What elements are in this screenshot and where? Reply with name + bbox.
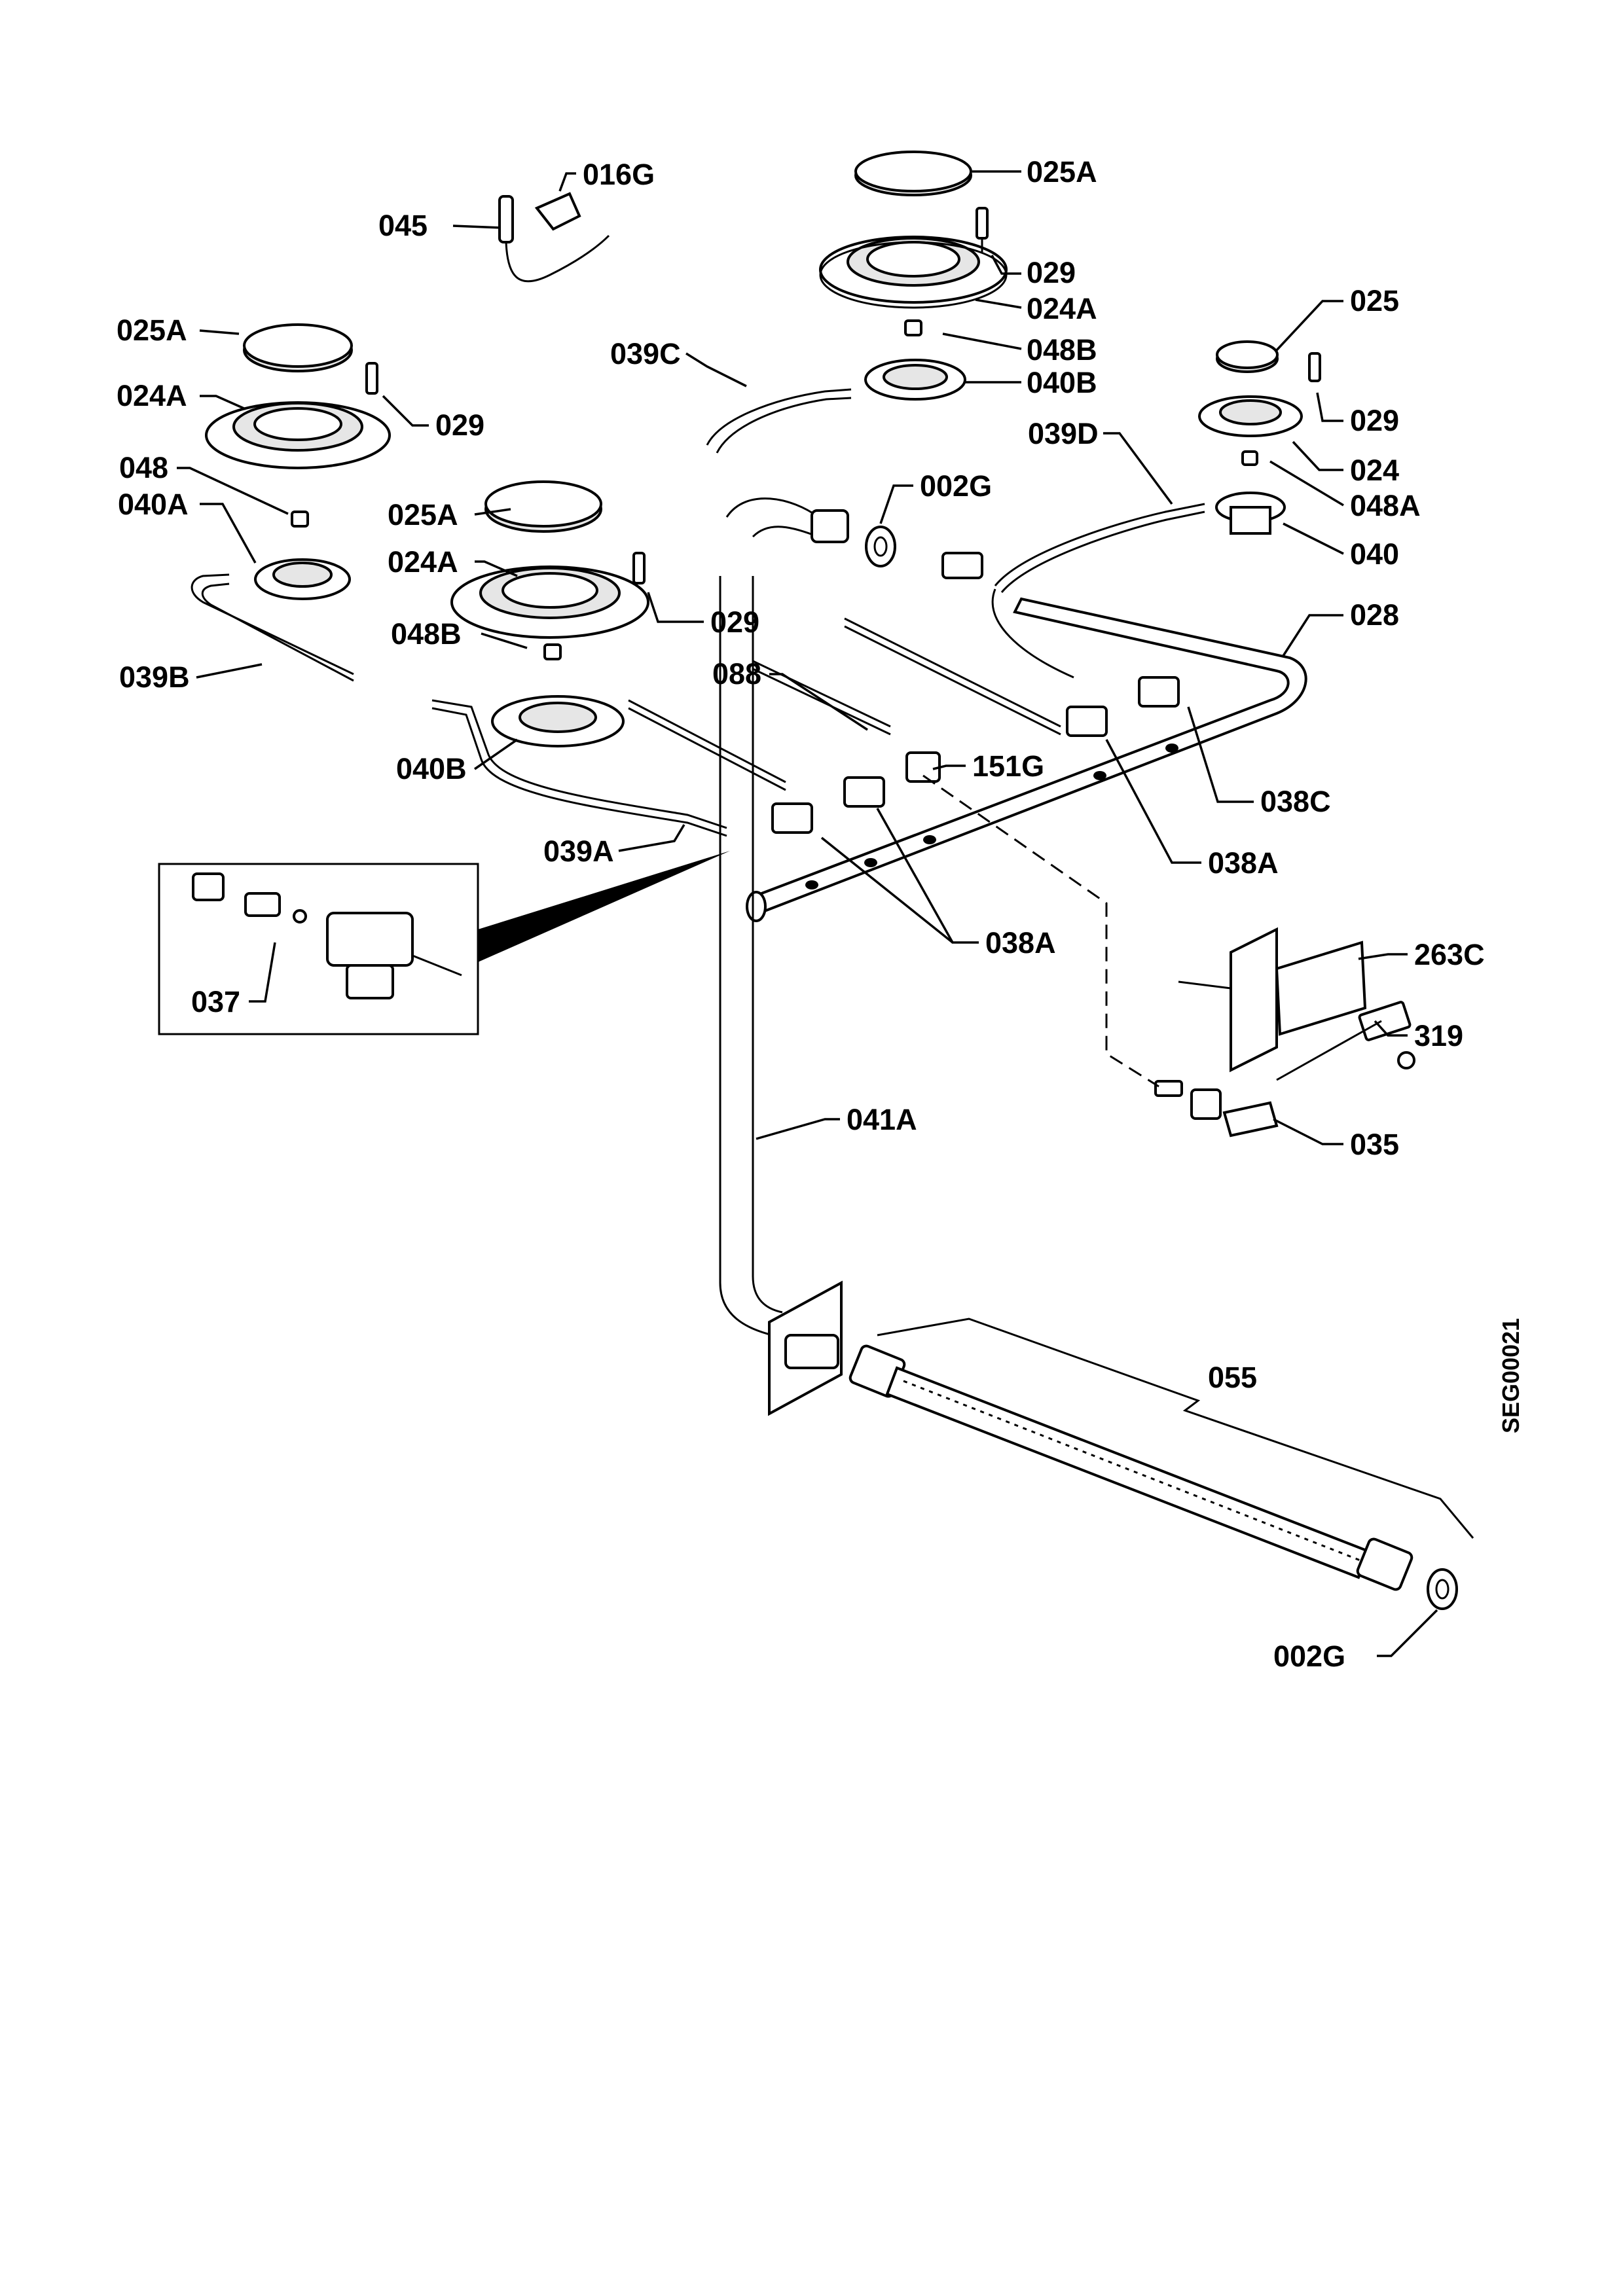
- injector-left: [291, 511, 309, 528]
- valve-2: [843, 776, 885, 808]
- inlet-connector: [784, 1334, 839, 1369]
- label-263C: 263C: [1414, 938, 1485, 971]
- gas-valves: [771, 676, 1180, 834]
- valve-4: [1138, 676, 1180, 708]
- injector-top: [904, 319, 922, 336]
- label-002G-top: 002G: [920, 469, 992, 503]
- left-burner: [191, 323, 391, 682]
- pipe-041A: [719, 576, 773, 1336]
- label-035: 035: [1350, 1128, 1399, 1161]
- document-code: SEG00021: [1497, 1318, 1524, 1433]
- plug-clip: [534, 192, 581, 231]
- thermocouple-right: [1308, 352, 1321, 382]
- pipe-039D: [994, 503, 1205, 586]
- middle-left-burner: [431, 480, 727, 837]
- inset-valve-detail: [158, 851, 730, 1035]
- pipe-right-1: [844, 617, 1061, 728]
- injector-mid: [543, 643, 562, 660]
- label-040: 040: [1350, 537, 1399, 571]
- label-088: 088: [712, 657, 761, 691]
- label-048A: 048A: [1350, 489, 1421, 522]
- label-029-left: 029: [435, 408, 484, 442]
- label-039A: 039A: [543, 834, 614, 868]
- label-024A-top: 024A: [1027, 292, 1097, 325]
- label-028: 028: [1350, 598, 1399, 632]
- label-038A-right: 038A: [1208, 846, 1279, 880]
- label-039C: 039C: [610, 337, 681, 370]
- clip-035: [1222, 1101, 1279, 1138]
- washer-top: [865, 526, 896, 567]
- washer-bottom: [1427, 1568, 1458, 1610]
- ignition-wire: [922, 774, 1159, 1088]
- label-055: 055: [1208, 1361, 1257, 1394]
- label-029-top: 029: [1027, 256, 1076, 289]
- label-040B-mid: 040B: [396, 752, 467, 785]
- inset-pointer: [478, 851, 730, 962]
- label-029-mid: 029: [710, 605, 759, 639]
- top-center-burner: [819, 151, 1008, 401]
- label-037: 037: [191, 985, 240, 1018]
- label-002G-bottom: 002G: [1273, 1640, 1345, 1673]
- injector-small: [1241, 450, 1258, 466]
- pipe-nut-top: [811, 509, 849, 543]
- leader-lines: [177, 170, 1438, 1657]
- label-025A-top: 025A: [1027, 155, 1097, 188]
- valve-1: [771, 802, 813, 834]
- micro-switch: [1358, 1001, 1412, 1041]
- label-024A-mid: 024A: [388, 545, 458, 579]
- label-151G: 151G: [972, 749, 1044, 783]
- thermocouple-left: [365, 362, 378, 395]
- label-025A-left: 025A: [117, 314, 187, 347]
- manifold-inlet-nut: [941, 552, 983, 579]
- label-038A-mid: 038A: [985, 926, 1056, 960]
- label-016G: 016G: [583, 158, 655, 191]
- label-040B-top: 040B: [1027, 366, 1097, 399]
- label-041A: 041A: [847, 1103, 917, 1136]
- label-319: 319: [1414, 1019, 1463, 1052]
- label-039B: 039B: [119, 660, 190, 694]
- label-048B-top: 048B: [1027, 333, 1097, 367]
- ignition-plug: [498, 195, 514, 243]
- hose-body: [885, 1366, 1370, 1579]
- label-025A-mid: 025A: [388, 498, 458, 531]
- switch-nut: [1397, 1051, 1415, 1069]
- inset-valve-body: [326, 912, 414, 967]
- label-029-right: 029: [1350, 404, 1399, 437]
- thermostat-valve: [905, 751, 941, 783]
- label-039D: 039D: [1028, 417, 1099, 450]
- main-inlet: [719, 497, 896, 1416]
- inset-injector: [244, 892, 281, 917]
- hose-length-bracket: [877, 1318, 1474, 1539]
- label-025: 025: [1350, 284, 1399, 317]
- switch-plate: [1275, 941, 1367, 1036]
- part-labels: 016G 045 025A 029 024A 048B 040B 039C 02…: [117, 155, 1485, 1673]
- label-040A: 040A: [118, 488, 189, 521]
- switch-assembly: [922, 774, 1415, 1138]
- label-024A-left: 024A: [117, 379, 187, 412]
- label-038C: 038C: [1260, 785, 1331, 818]
- ignition-plug-assembly: [498, 192, 610, 283]
- thermocouple-mid: [632, 552, 646, 584]
- flexible-hose: [848, 1318, 1474, 1610]
- label-048B-mid: 048B: [391, 617, 462, 651]
- label-045: 045: [378, 209, 428, 242]
- switch-bracket: [1230, 927, 1278, 1073]
- hose-nut-right: [1356, 1537, 1413, 1591]
- label-024: 024: [1350, 454, 1399, 487]
- right-small-burner: [1198, 340, 1321, 535]
- label-048: 048: [119, 451, 168, 484]
- pipe-039B: [191, 573, 354, 675]
- thermocouple-top: [976, 207, 989, 240]
- ignition-unit: [1190, 1088, 1222, 1120]
- pipe-088: [752, 660, 891, 728]
- inset-nut: [192, 872, 225, 901]
- valve-3: [1066, 706, 1108, 737]
- gas-pipes-upper: [628, 388, 1205, 791]
- pipe-039C: [706, 388, 852, 446]
- gas-manifold: [746, 552, 1307, 922]
